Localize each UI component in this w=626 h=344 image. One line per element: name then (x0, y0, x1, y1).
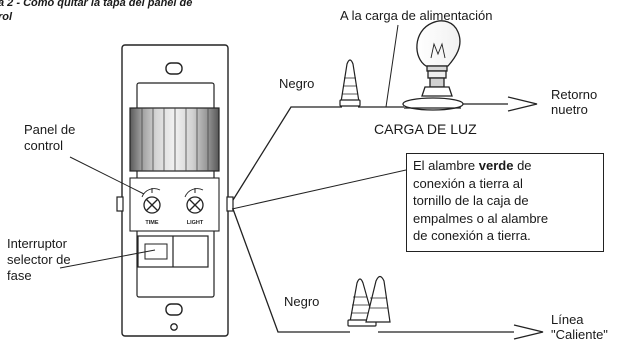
control-panel (129, 177, 220, 232)
neutral-return-label-1: Retorno (551, 87, 598, 102)
right-ear (226, 196, 234, 212)
black-wire-bottom-label: Negro (284, 294, 320, 309)
phase-switch-label-2: selector de (7, 252, 71, 267)
ground-note-line-2: conexión a tierra al (413, 175, 523, 191)
neutral-return-label-2: nuetro (551, 102, 588, 117)
ground-wire-note: El alambre verde de conexión a tierra al… (406, 153, 604, 252)
wires (59, 24, 544, 340)
ground-note-line-4: empalmes o al alambre (413, 210, 549, 226)
connector-cap-icon (365, 275, 391, 323)
top-screw-slot-icon (165, 62, 183, 75)
power-load-label: A la carga de alimentación (340, 8, 493, 23)
wire-nut-bottom-icon (347, 278, 377, 327)
ground-note-bold-word: verde (478, 158, 514, 173)
figure-caption-line-1: a 2 - Cómo quitar la tapa del panel de (0, 0, 193, 9)
wire-nut-top-icon (339, 59, 361, 107)
leader-power-load (385, 24, 399, 108)
hot-line-label-2: "Caliente" (551, 327, 608, 342)
light-bulb-icon (402, 20, 464, 111)
phase-switch-label-1: Interruptor (7, 236, 67, 251)
leader-ground (231, 169, 407, 210)
hot-line-label-1: Línea (551, 312, 584, 327)
bottom-screw-slot-icon (165, 303, 183, 316)
time-knob-label: TIME (145, 220, 158, 226)
sensor-switch-device: TIME LIGHT (116, 44, 234, 337)
ground-note-line-5: de conexión a tierra. (413, 228, 531, 243)
leader-phase-switch (59, 249, 156, 269)
control-panel-label-1: Panel de (24, 122, 76, 137)
light-knob-label: LIGHT (187, 220, 204, 226)
left-ear (116, 196, 124, 212)
hot-line-arrow-icon (513, 324, 544, 340)
lens-ribs (141, 108, 209, 171)
black-wire-bottom (232, 208, 350, 333)
leader-control-panel (69, 156, 145, 195)
black-wire-top-label: Negro (279, 76, 315, 91)
neutral-return-arrow-icon (507, 96, 538, 112)
phase-switch-label-3: fase (7, 268, 32, 283)
ground-note-line-1-pre: El alambre (413, 158, 479, 173)
light-socket-base (402, 97, 464, 111)
ground-note-line-1-post: de (513, 158, 532, 173)
ground-note-line-1: El alambre verde de (413, 157, 603, 175)
time-knob[interactable] (141, 188, 161, 214)
ground-note-line-3: tornillo de la caja de (413, 193, 529, 208)
bottom-screw-icon (170, 323, 178, 331)
pir-sensor-lens (129, 107, 220, 172)
control-panel-label-2: control (24, 138, 64, 153)
light-load-label: CARGA DE LUZ (374, 121, 477, 137)
black-wire-top (232, 106, 342, 201)
figure-caption-line-2: rol (0, 11, 13, 23)
light-knob[interactable] (184, 188, 204, 214)
